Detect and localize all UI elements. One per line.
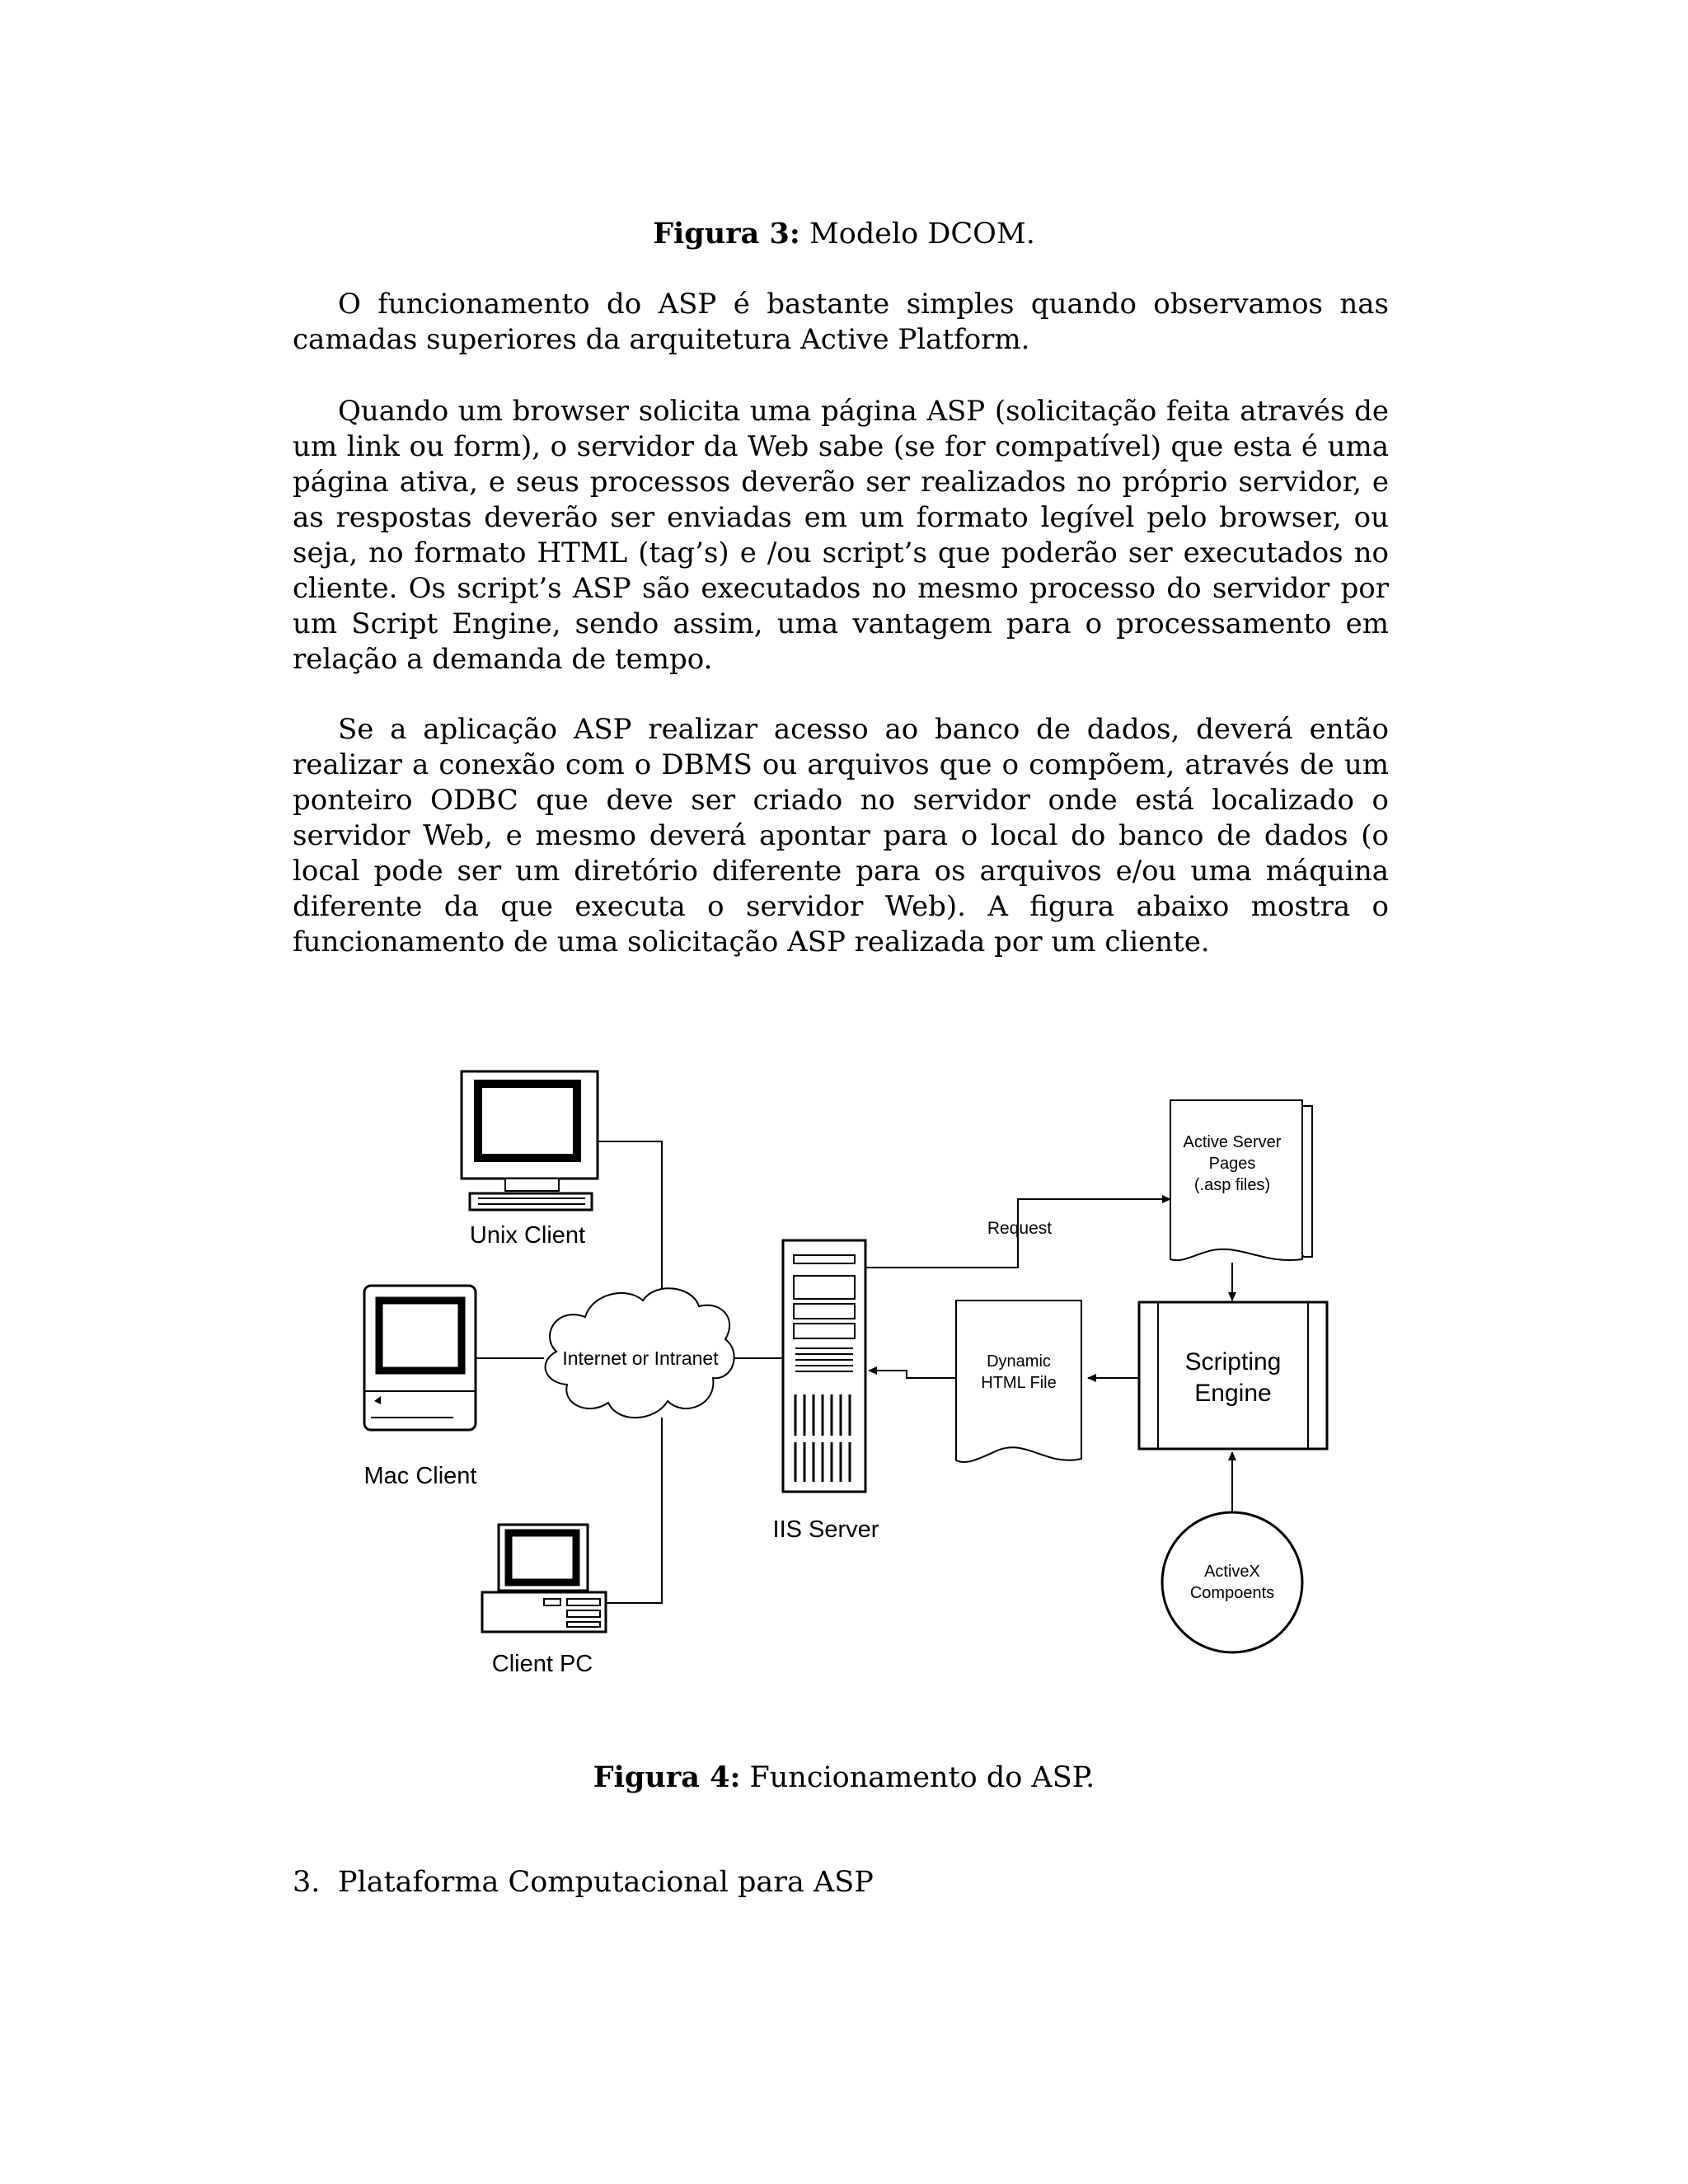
paragraph-1: O funcionamento do ASP é bastante simple… (293, 288, 1389, 356)
figure-4-caption: Figura 4: Funcionamento do ASP. (0, 1760, 1688, 1796)
asp-files-line-2: Pages (1209, 1155, 1256, 1173)
asp-files-line-3: (.asp files) (1194, 1176, 1270, 1194)
scripting-engine-box (1137, 1301, 1329, 1451)
section-title: Plataforma Computacional para ASP (338, 1866, 874, 1899)
paragraph-2: Quando um browser solicita uma página AS… (293, 395, 1389, 676)
asp-files-document-icon (1170, 1099, 1313, 1262)
activex-line-2: Compoents (1190, 1584, 1274, 1602)
request-label: Request (987, 1219, 1052, 1238)
iis-server-icon (781, 1239, 867, 1493)
cloud-shape (544, 1287, 735, 1419)
activex-line-1: ActiveX (1204, 1563, 1260, 1581)
scripting-engine-line-1: Scripting (1185, 1348, 1282, 1376)
html-to-server-arrow (868, 1366, 956, 1379)
asp-architecture-diagram: Unix Client Mac Client Client PC Interne… (363, 1070, 1329, 1673)
section-number: 3. (293, 1866, 321, 1899)
iis-server-label: IIS Server (773, 1516, 879, 1543)
mac-client-icon (363, 1284, 477, 1432)
dynamic-html-line-1: Dynamic (987, 1352, 1051, 1371)
unix-client-icon (460, 1070, 599, 1212)
cloud-label: Internet or Intranet (562, 1347, 719, 1369)
figure-3-label: Figura 3: (653, 217, 800, 251)
figure-4-text: Funcionamento do ASP. (740, 1761, 1095, 1794)
figure-3-text: Modelo DCOM. (799, 218, 1035, 251)
mac-client-label: Mac Client (364, 1463, 477, 1489)
section-heading: 3. Plataforma Computacional para ASP (293, 1864, 874, 1900)
activex-components-circle (1160, 1511, 1304, 1654)
dynamic-html-line-2: HTML File (981, 1374, 1056, 1392)
asp-files-line-1: Active Server (1184, 1133, 1282, 1151)
figure-4-label: Figura 4: (593, 1760, 741, 1794)
scripting-engine-line-2: Engine (1194, 1380, 1271, 1407)
client-pc-label: Client PC (492, 1651, 593, 1673)
figure-3-caption: Figura 3: Modelo DCOM. (0, 216, 1688, 252)
request-arrow (865, 1195, 1171, 1268)
dynamic-html-document-icon (955, 1300, 1082, 1464)
paragraph-3: Se a aplicação ASP realizar acesso ao ba… (293, 713, 1389, 958)
unix-client-label: Unix Client (470, 1222, 585, 1249)
client-pc-icon (481, 1523, 607, 1633)
